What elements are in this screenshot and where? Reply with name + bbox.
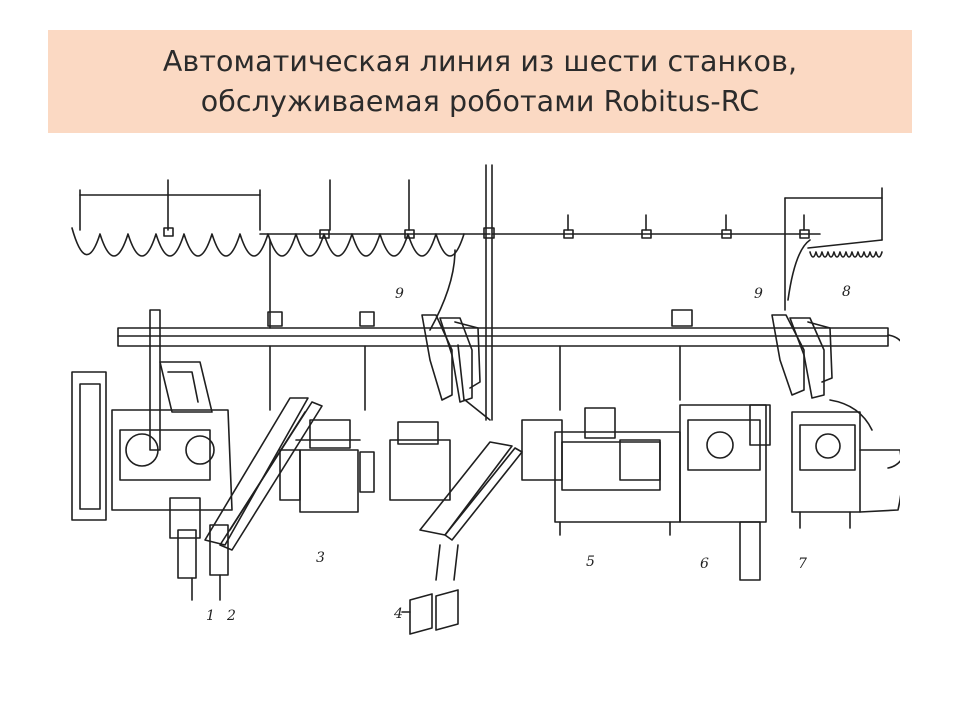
callout-8: 8 — [842, 284, 851, 300]
slide-title-band: Автоматическая линия из шести станков, о… — [48, 30, 912, 133]
machine-5 — [521, 407, 681, 536]
pallets-4 — [401, 589, 459, 635]
machine-7 — [791, 399, 900, 529]
callout-labels: 1 2 3 4 5 6 7 8 9 9 — [206, 284, 851, 624]
callout-2: 2 — [226, 608, 236, 624]
automatic-line-drawing: 1 2 3 4 5 6 7 8 9 9 — [60, 150, 900, 665]
slide-title-line-1: Автоматическая линия из шести станков, — [162, 44, 798, 78]
central-column — [483, 164, 495, 421]
gantry-beam — [117, 239, 900, 469]
overhead-cable-track-left — [71, 179, 491, 257]
callout-5: 5 — [586, 554, 595, 570]
machine-3 — [279, 419, 375, 513]
conveyor-4 — [389, 421, 523, 581]
machine-6 — [679, 404, 771, 581]
overhead-line-right — [491, 214, 821, 239]
callout-1: 1 — [206, 608, 215, 624]
conveyor-2 — [204, 397, 323, 551]
callout-9-right: 9 — [754, 286, 763, 302]
robot-9-left — [421, 249, 491, 421]
callout-7: 7 — [798, 556, 807, 572]
callout-4: 4 — [393, 606, 403, 622]
callout-6: 6 — [700, 556, 709, 572]
callout-9-left: 9 — [395, 286, 404, 302]
robot-9-right — [771, 239, 833, 399]
overhead-cable-track-right — [784, 187, 883, 311]
callout-3: 3 — [316, 550, 325, 566]
machine-1 — [71, 361, 233, 601]
slide-title-line-2: обслуживаемая роботами Robitus-RC — [200, 84, 760, 118]
